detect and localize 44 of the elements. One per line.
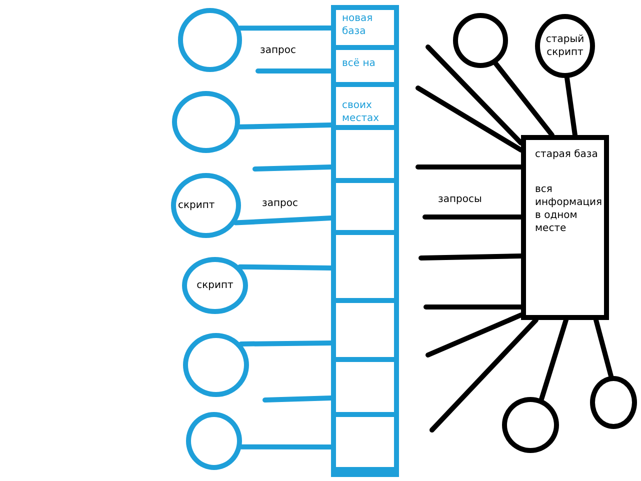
circle-node: [535, 14, 595, 78]
box-text: вся информация в одном месте: [535, 183, 600, 235]
connector-line: [416, 86, 524, 152]
circle-node: [590, 376, 637, 429]
connector-line: [430, 318, 538, 432]
database-box: [521, 135, 609, 320]
connector-line: [416, 164, 524, 170]
connector-line: [262, 396, 334, 402]
connector-line: [594, 318, 614, 379]
connector-line: [426, 312, 524, 358]
box-text: старая база: [535, 148, 599, 161]
storage-column: [331, 5, 399, 477]
connector-line: [256, 68, 334, 74]
connector-line: [237, 122, 334, 130]
annotation-text: запрос: [262, 197, 298, 210]
connector-line: [237, 26, 334, 31]
node-label: скрипт: [178, 199, 215, 212]
connector-line: [564, 75, 578, 138]
connector-line: [233, 216, 334, 226]
annotation-text: запрос: [260, 44, 296, 57]
connector-line: [418, 254, 524, 260]
node-label: старый скрипт: [544, 33, 586, 59]
cell-text: всё на: [342, 57, 376, 70]
circle-node: [502, 397, 559, 453]
connector-line: [238, 444, 334, 450]
circle-node: [178, 8, 242, 72]
circle-node: [186, 412, 242, 470]
node-label: скрипт: [196, 279, 234, 292]
circle-node: [172, 91, 240, 153]
connector-line: [238, 340, 334, 346]
connector-line: [252, 164, 334, 172]
connector-line: [493, 60, 554, 138]
connector-line: [422, 214, 524, 220]
connector-line: [426, 44, 524, 146]
cell-text: новая база: [342, 12, 374, 38]
annotation-text: запросы: [438, 193, 482, 206]
circle-node: [183, 333, 249, 397]
connector-line: [237, 264, 334, 270]
connector-line: [539, 318, 568, 402]
cell-text: своих местах: [342, 99, 380, 125]
circle-node: [453, 13, 508, 68]
circle-node: [182, 257, 248, 314]
circle-node: [171, 173, 241, 238]
connector-line: [424, 304, 524, 310]
